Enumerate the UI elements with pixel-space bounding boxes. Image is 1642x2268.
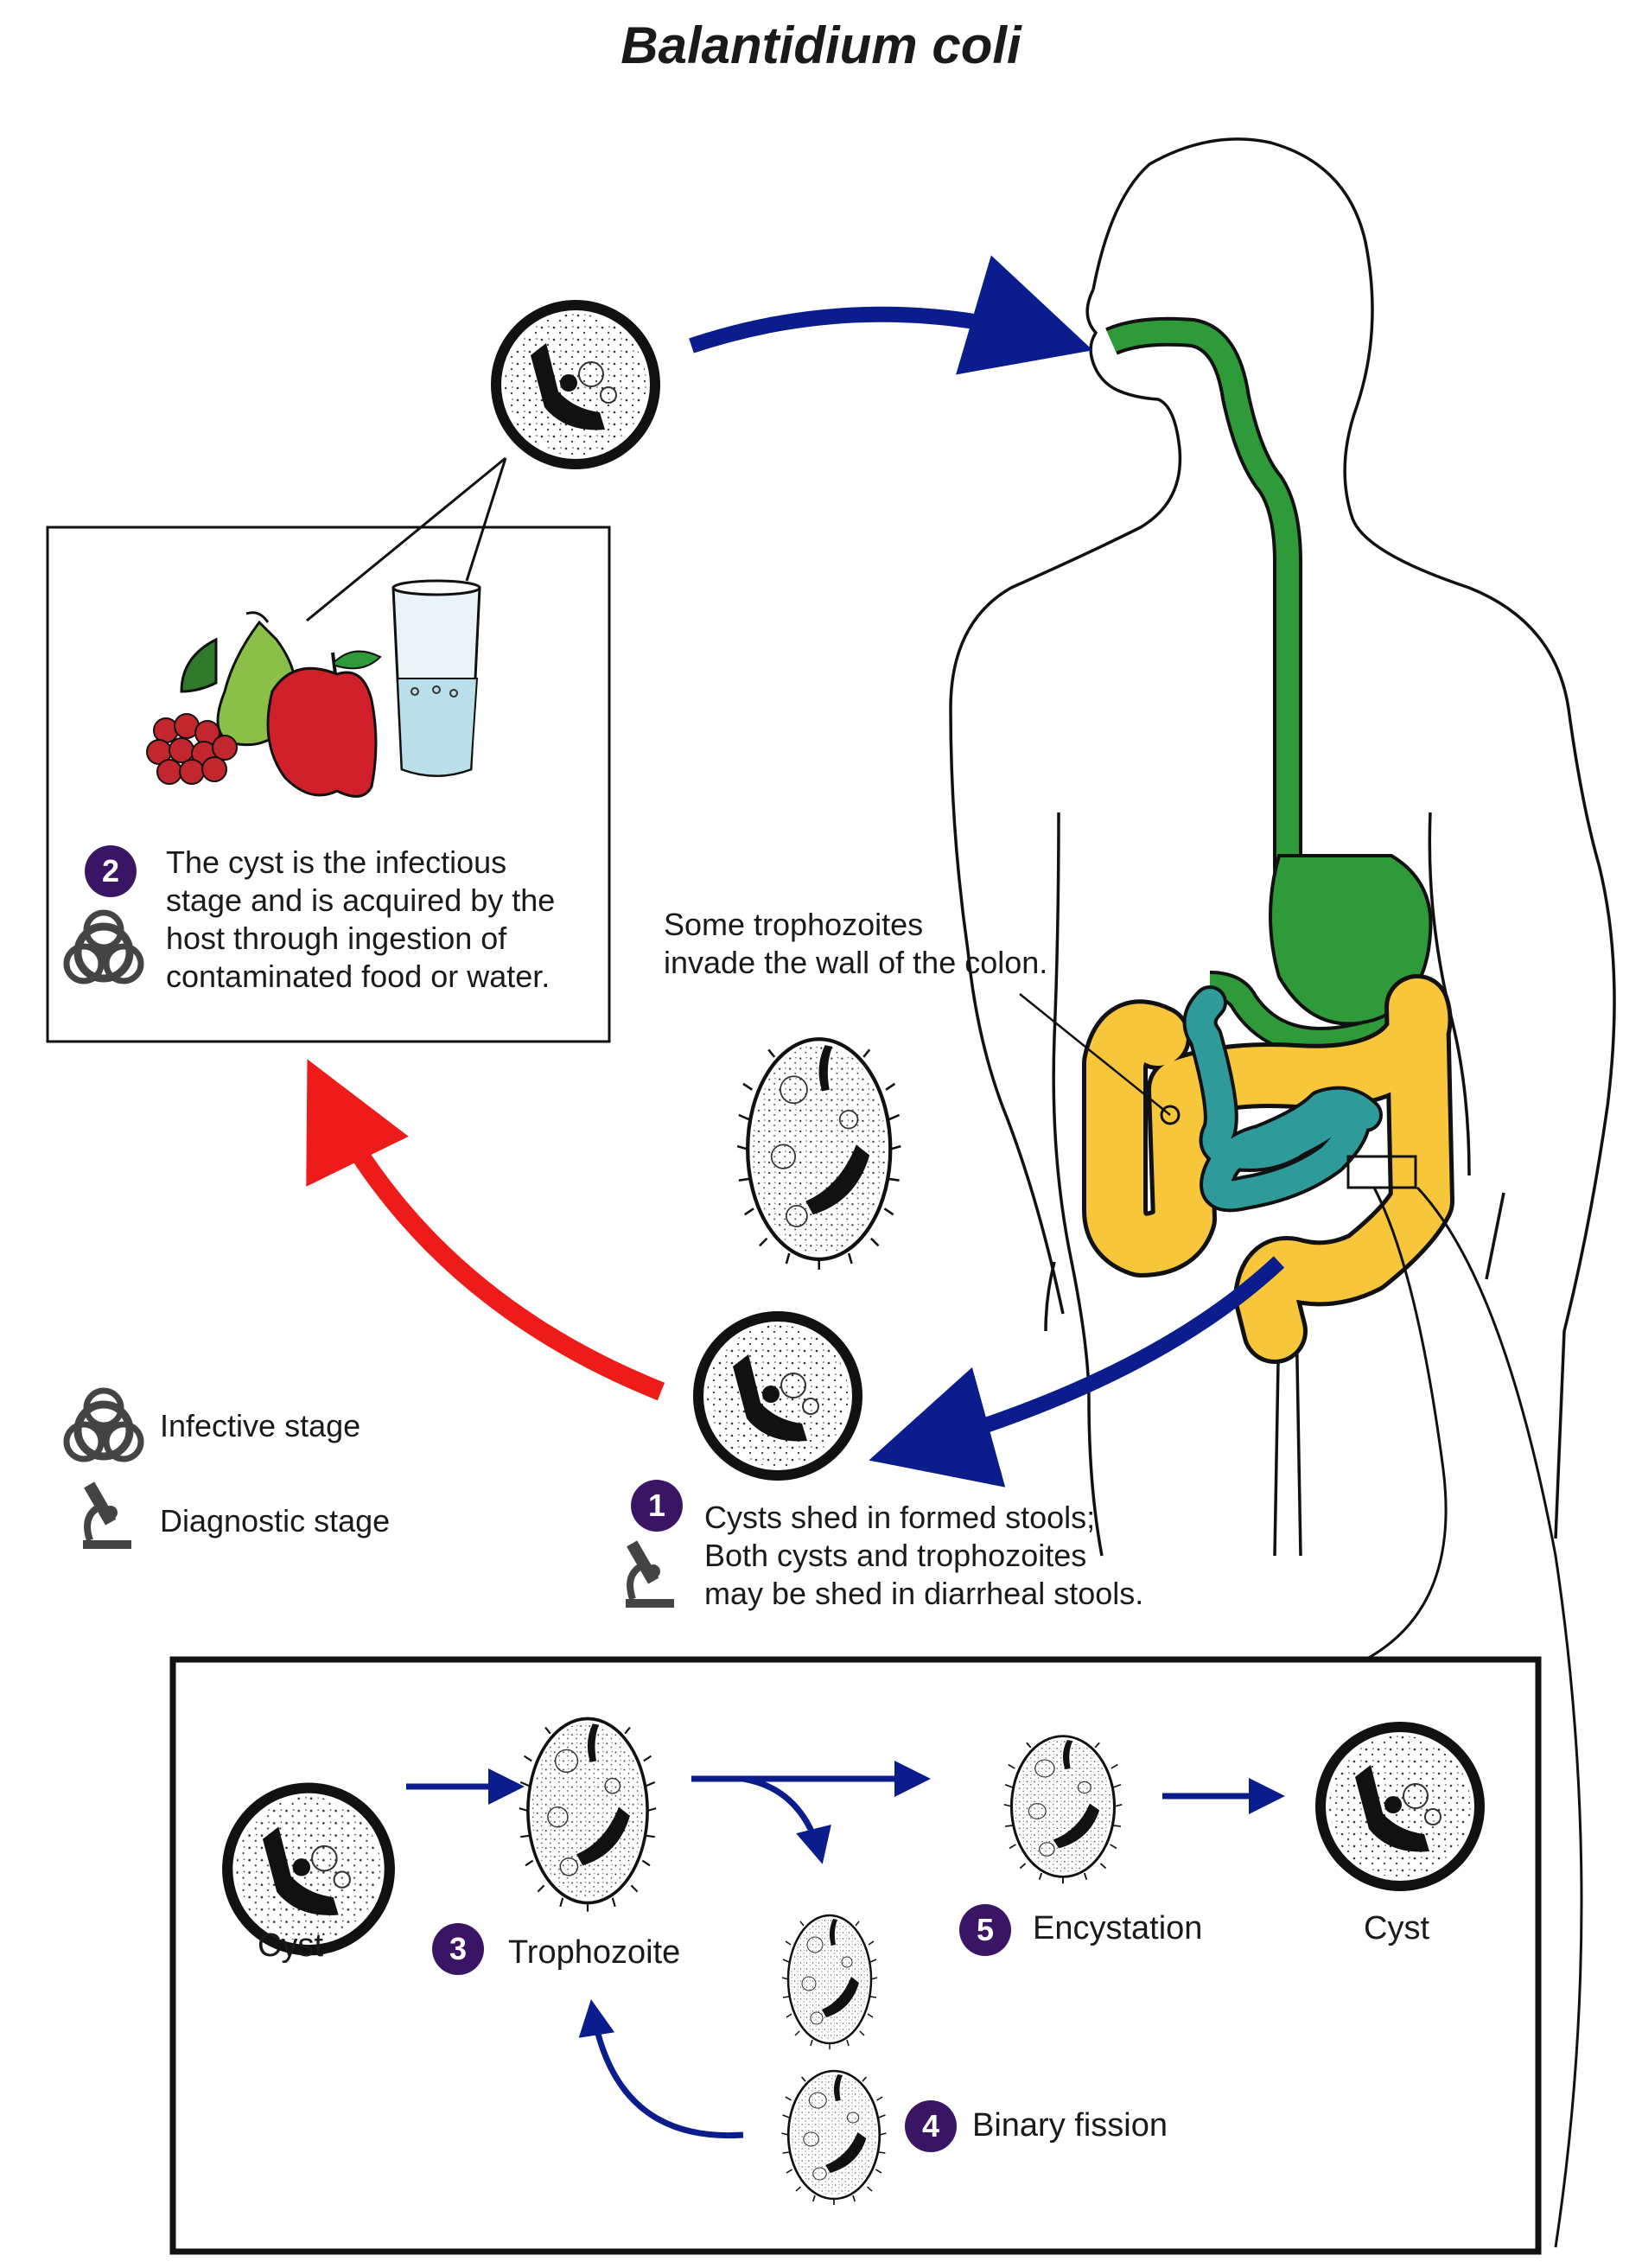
microscope-icon	[83, 1481, 131, 1549]
inset-trophozoite-label: Trophozoite	[508, 1934, 681, 1971]
step2-text: The cyst is the infectious stage and is …	[166, 844, 555, 996]
stomach	[1269, 854, 1433, 1026]
step-badge-5: 5	[959, 1904, 1011, 1956]
colon-detail-box	[1346, 1155, 1417, 1189]
colon-note-line: Some trophozoites	[664, 907, 924, 942]
step-badge-2: 2	[85, 845, 137, 897]
shedding-arrow	[869, 1256, 1285, 1488]
water-glass-icon	[391, 579, 481, 777]
cyst-icon	[1314, 1721, 1486, 1892]
legend-infective-label: Infective stage	[160, 1408, 361, 1443]
infection-arrow	[306, 1059, 665, 1401]
step1-text: Cysts shed in formed stools; Both cysts …	[704, 1499, 1143, 1613]
inset-cyst-left-label: Cyst	[258, 1927, 323, 1964]
trophozoite-icon	[737, 1039, 901, 1270]
cyst-icon	[490, 299, 661, 470]
inset-cyst-right-label: Cyst	[1364, 1910, 1429, 1946]
step-badge-4: 4	[905, 2100, 957, 2152]
colon-note-line: invade the wall of the colon.	[664, 945, 1048, 980]
colon-wall-marker	[1160, 1105, 1181, 1125]
inset-encystation-label: Encystation	[1033, 1910, 1203, 1946]
biohazard-icon	[67, 1391, 141, 1459]
step2-line: The cyst is the infectious	[166, 844, 507, 880]
step-badge-1: 1	[631, 1480, 683, 1532]
fruit-icon	[146, 611, 382, 798]
microscope-icon	[626, 1540, 674, 1608]
legend-diagnostic-label: Diagnostic stage	[160, 1503, 391, 1539]
colon-note: Some trophozoites invade the wall of the…	[664, 906, 1047, 982]
inset-binary-fission-label: Binary fission	[972, 2107, 1168, 2144]
step1-line: Both cysts and trophozoites	[704, 1538, 1087, 1573]
cyst-icon	[692, 1310, 863, 1481]
page-title: Balantidium coli	[621, 16, 1021, 74]
step1-line: Cysts shed in formed stools;	[704, 1500, 1096, 1535]
step-badge-3: 3	[432, 1923, 484, 1975]
step2-line: contaminated food or water.	[166, 959, 551, 994]
step2-line: stage and is acquired by the	[166, 882, 556, 918]
ingestion-arrow	[689, 255, 1093, 375]
step1-line: may be shed in diarrheal stools.	[704, 1576, 1144, 1611]
step2-line: host through ingestion of	[166, 921, 507, 956]
